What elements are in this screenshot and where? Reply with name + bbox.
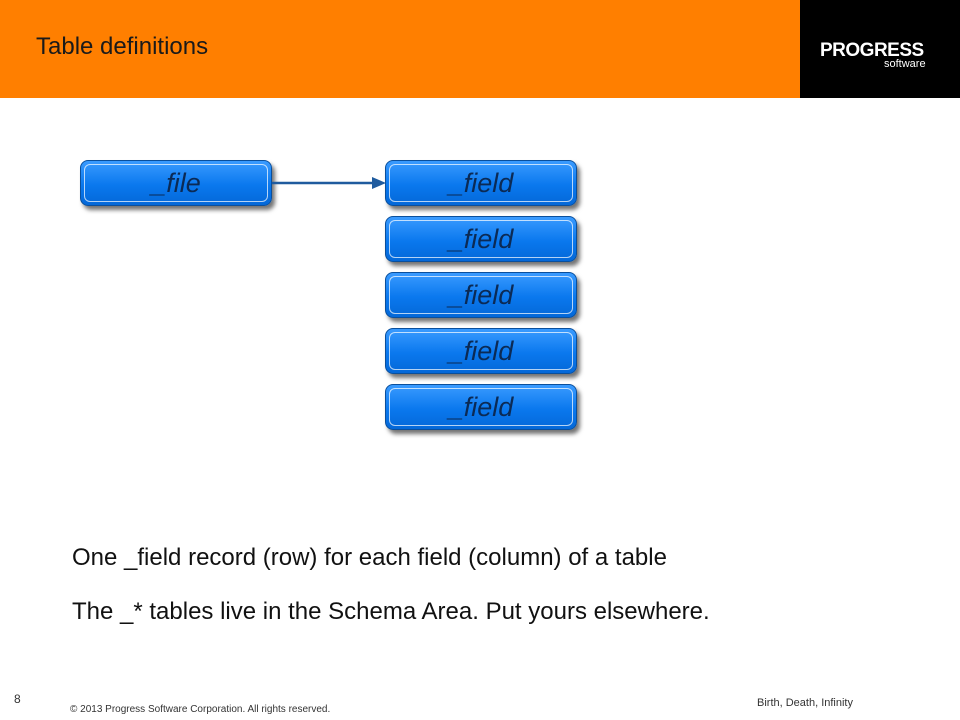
file-node: _file — [80, 160, 272, 206]
page-number: 8 — [14, 692, 21, 706]
field-node-label: _field — [448, 167, 514, 198]
relation-arrow — [272, 177, 386, 189]
slide-title: Table definitions — [36, 33, 209, 60]
progress-logo: PROGRESS software — [800, 0, 960, 98]
field-node: _field — [385, 328, 577, 374]
logo-wordmark: PROGRESS — [820, 40, 924, 61]
body-line: One _field record (row) for each field (… — [72, 544, 667, 571]
field-node: _field — [385, 384, 577, 430]
file-node-label: _file — [151, 167, 201, 198]
header-bar — [0, 0, 800, 98]
field-node-label: _field — [448, 335, 514, 366]
body-line: The _* tables live in the Schema Area. P… — [72, 598, 710, 625]
talk-title: Birth, Death, Infinity — [757, 697, 853, 709]
field-node: _field — [385, 160, 577, 206]
copyright-text: © 2013 Progress Software Corporation. Al… — [70, 704, 331, 715]
field-node: _field — [385, 272, 577, 318]
logo-subtitle: software — [884, 58, 926, 70]
field-node-label: _field — [448, 223, 514, 254]
field-node: _field — [385, 216, 577, 262]
field-node-label: _field — [448, 391, 514, 422]
field-node-label: _field — [448, 279, 514, 310]
